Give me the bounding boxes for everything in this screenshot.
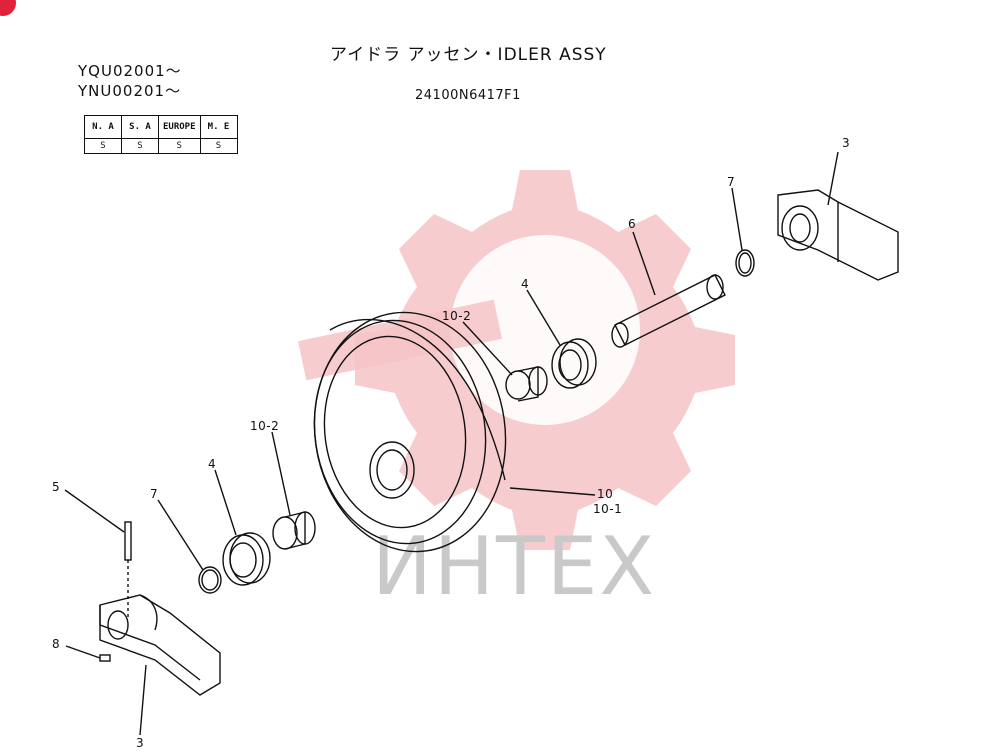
snap-ring-right-part [735, 249, 755, 277]
callout-7-left: 7 [150, 487, 159, 501]
pin-part [124, 521, 132, 620]
region-code-row: S S S S [84, 138, 238, 154]
corner-badge [0, 0, 16, 16]
callout-3-bottom: 3 [136, 736, 145, 750]
region-header-europe: EUROPE [158, 115, 201, 139]
screw-part [65, 645, 111, 662]
seal-left-part [222, 532, 271, 586]
callout-10: 10 [597, 487, 614, 501]
right-bracket-part [777, 189, 899, 281]
region-header-row: N. A S. A EUROPE M. E [84, 115, 238, 139]
shaft-part [611, 274, 726, 348]
callout-4-left: 4 [208, 457, 217, 471]
serial-range-1: YQU02001～ [78, 62, 182, 80]
region-code-na: S [84, 138, 122, 154]
serial-range-2: YNU00201～ [78, 82, 182, 100]
page-title: アイドラ アッセン・IDLER ASSY [330, 45, 607, 65]
callout-7-top: 7 [727, 175, 736, 189]
callout-3-top: 3 [842, 136, 851, 150]
region-code-me: S [199, 138, 238, 154]
region-header-sa: S. A [121, 115, 159, 139]
seal-right-part [551, 338, 597, 389]
callout-5: 5 [52, 480, 61, 494]
callout-6: 6 [628, 217, 637, 231]
callout-4-top: 4 [521, 277, 530, 291]
region-code-europe: S [158, 138, 201, 154]
watermark-text: ИНТЕХ [372, 520, 657, 613]
callout-10-2-top: 10-2 [442, 309, 472, 323]
bushing-left-part [272, 511, 316, 550]
region-code-sa: S [121, 138, 159, 154]
bushing-right-part [505, 366, 548, 402]
left-bracket-part [99, 594, 221, 696]
callout-8: 8 [52, 637, 61, 651]
snap-ring-left-part [198, 566, 222, 594]
callout-10-2-left: 10-2 [250, 419, 280, 433]
part-number: 24100N6417F1 [415, 88, 521, 103]
region-header-me: M. E [199, 115, 238, 139]
callout-10-1: 10-1 [593, 502, 623, 516]
region-table: N. A S. A EUROPE M. E S S S S [84, 115, 238, 154]
idler-wheel-part [313, 311, 507, 553]
region-header-na: N. A [84, 115, 122, 139]
